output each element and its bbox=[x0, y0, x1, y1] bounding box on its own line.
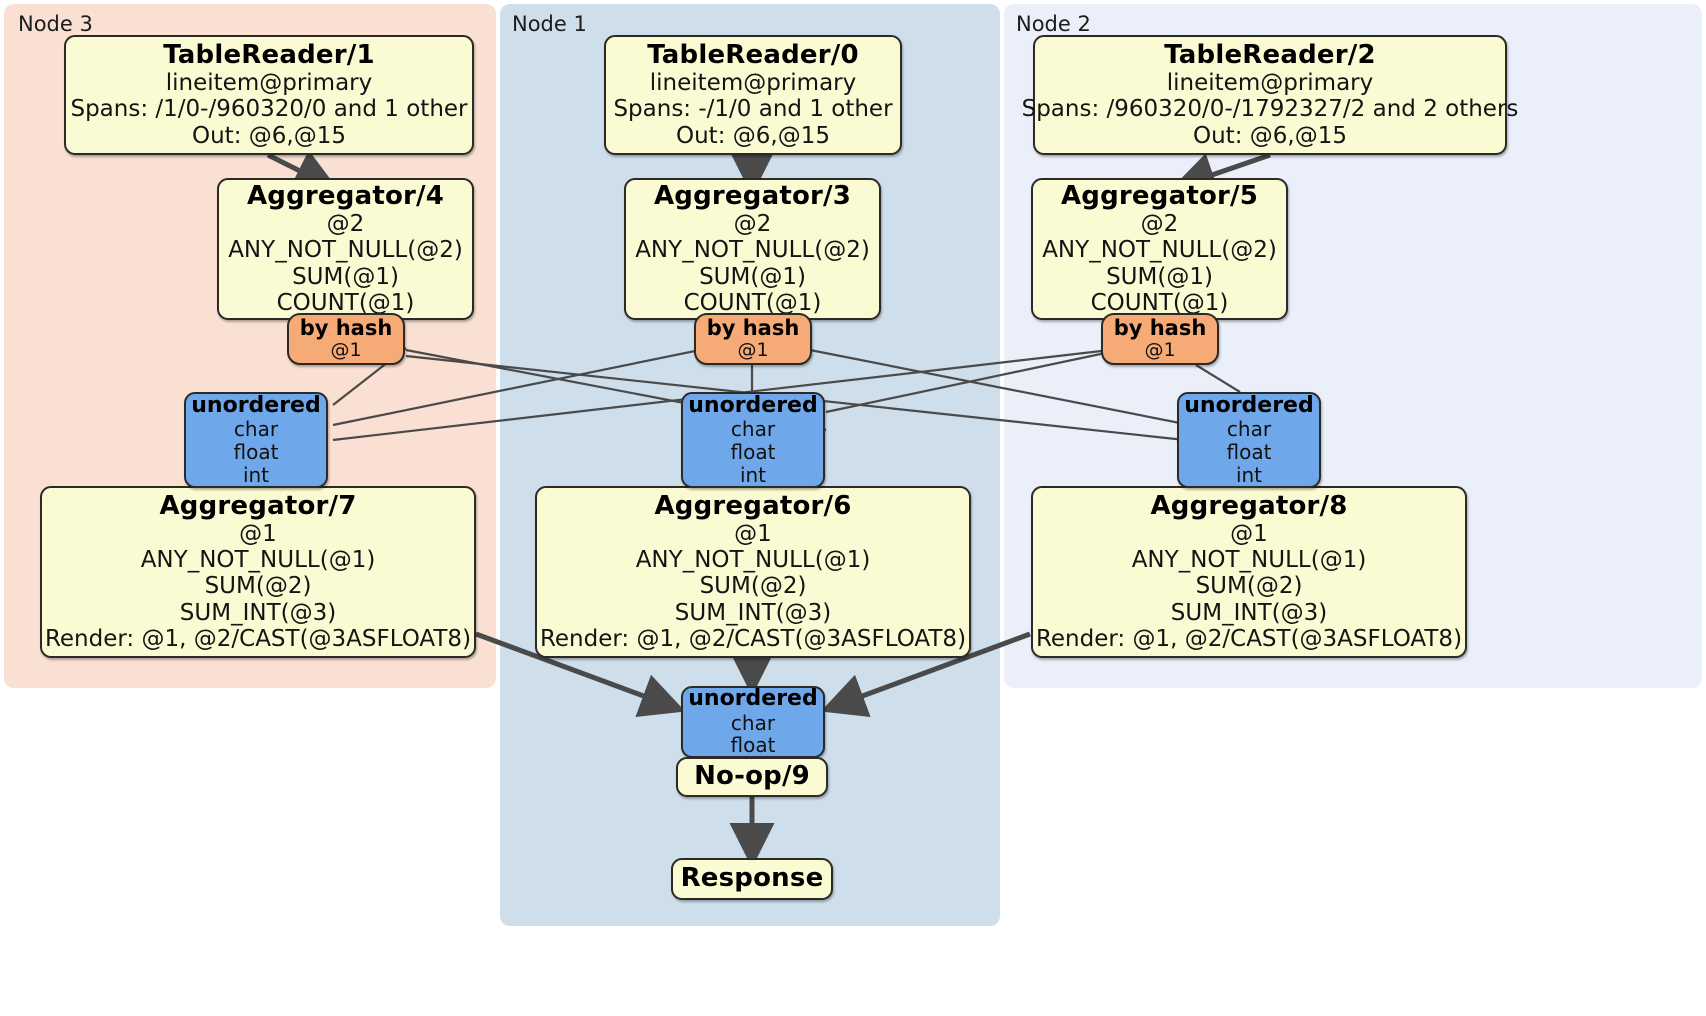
router-by-hash-node-3[interactable]: by hash @1 bbox=[287, 313, 405, 365]
router-by-hash-node-1[interactable]: by hash @1 bbox=[694, 313, 812, 365]
processor-aggregator-5[interactable]: Aggregator/5 @2 ANY_NOT_NULL(@2) SUM(@1)… bbox=[1031, 178, 1288, 320]
panel-label-node-3: Node 3 bbox=[18, 12, 93, 36]
router-title: by hash bbox=[1113, 316, 1207, 340]
processor-line: Spans: /960320/0-/1792327/2 and 2 others bbox=[1021, 96, 1519, 123]
processor-line: Out: @6,@15 bbox=[1193, 122, 1347, 149]
processor-line: @1 bbox=[734, 521, 772, 547]
stream-line: char bbox=[1226, 417, 1272, 442]
processor-line: Out: @6,@15 bbox=[676, 122, 830, 149]
stream-line: char bbox=[233, 417, 279, 442]
processor-line: Render: @1, @2/CAST(@3ASFLOAT8) bbox=[1035, 625, 1463, 652]
stream-line: float bbox=[730, 439, 776, 464]
processor-aggregator-6[interactable]: Aggregator/6 @1 ANY_NOT_NULL(@1) SUM(@2)… bbox=[535, 486, 971, 658]
processor-title: No-op/9 bbox=[694, 761, 810, 792]
processor-table-reader-2[interactable]: TableReader/2 lineitem@primary Spans: /9… bbox=[1022, 35, 1518, 155]
panel-label-node-1: Node 1 bbox=[512, 12, 587, 36]
stream-line: int bbox=[242, 462, 270, 487]
processor-aggregator-8[interactable]: Aggregator/8 @1 ANY_NOT_NULL(@1) SUM(@2)… bbox=[1031, 486, 1467, 658]
processor-line: @2 bbox=[733, 211, 772, 238]
processor-title: Response bbox=[680, 863, 824, 894]
processor-aggregator-4[interactable]: Aggregator/4 @2 ANY_NOT_NULL(@2) SUM(@1)… bbox=[217, 178, 474, 320]
processor-title: Aggregator/7 bbox=[159, 490, 357, 521]
processor-line: Render: @1, @2/CAST(@3ASFLOAT8) bbox=[539, 625, 967, 652]
processor-title: TableReader/1 bbox=[163, 40, 375, 71]
processor-line: ANY_NOT_NULL(@1) bbox=[635, 547, 871, 574]
stream-line: char bbox=[730, 710, 776, 735]
router-line: @1 bbox=[737, 339, 769, 362]
processor-line: SUM(@2) bbox=[204, 573, 312, 600]
processor-aggregator-3[interactable]: Aggregator/3 @2 ANY_NOT_NULL(@2) SUM(@1)… bbox=[624, 178, 881, 320]
processor-line: Spans: -/1/0 and 1 other bbox=[613, 96, 893, 123]
processor-line: @2 bbox=[1140, 211, 1179, 238]
processor-line: SUM_INT(@3) bbox=[1170, 599, 1328, 626]
stream-title: unordered bbox=[1184, 392, 1314, 418]
router-line: @1 bbox=[1144, 339, 1176, 362]
processor-table-reader-1[interactable]: TableReader/1 lineitem@primary Spans: /1… bbox=[64, 35, 474, 155]
processor-line: SUM(@1) bbox=[292, 263, 399, 290]
router-by-hash-node-2[interactable]: by hash @1 bbox=[1101, 313, 1219, 365]
stream-line: int bbox=[1235, 462, 1263, 487]
processor-line: ANY_NOT_NULL(@2) bbox=[228, 237, 463, 264]
router-line: @1 bbox=[330, 339, 362, 362]
stream-line: float bbox=[1226, 439, 1272, 464]
processor-title: Aggregator/6 bbox=[654, 490, 852, 521]
processor-line: lineitem@primary bbox=[165, 70, 373, 97]
processor-line: COUNT(@1) bbox=[683, 289, 822, 316]
stream-unordered-final[interactable]: unordered char float bbox=[681, 686, 825, 758]
processor-line: lineitem@primary bbox=[649, 70, 857, 97]
router-title: by hash bbox=[706, 316, 800, 340]
processor-line: @2 bbox=[326, 211, 365, 238]
processor-line: ANY_NOT_NULL(@1) bbox=[140, 547, 376, 574]
processor-line: ANY_NOT_NULL(@2) bbox=[1042, 237, 1277, 264]
processor-title: Aggregator/8 bbox=[1150, 490, 1348, 521]
stream-line: float bbox=[233, 439, 279, 464]
processor-line: Render: @1, @2/CAST(@3ASFLOAT8) bbox=[44, 625, 472, 652]
processor-title: Aggregator/3 bbox=[653, 181, 852, 211]
router-title: by hash bbox=[299, 316, 393, 340]
processor-line: COUNT(@1) bbox=[276, 289, 415, 316]
processor-line: SUM_INT(@3) bbox=[179, 599, 337, 626]
stream-title: unordered bbox=[191, 392, 321, 418]
stream-unordered-node-1[interactable]: unordered char float int bbox=[681, 392, 825, 488]
processor-line: SUM(@1) bbox=[699, 263, 806, 290]
processor-line: lineitem@primary bbox=[1166, 70, 1374, 97]
processor-table-reader-0[interactable]: TableReader/0 lineitem@primary Spans: -/… bbox=[604, 35, 902, 155]
stream-line: int bbox=[739, 462, 767, 487]
processor-line: SUM(@2) bbox=[699, 573, 807, 600]
processor-line: Out: @6,@15 bbox=[192, 122, 346, 149]
stream-line: float bbox=[730, 733, 776, 758]
processor-line: Spans: /1/0-/960320/0 and 1 other bbox=[70, 96, 468, 123]
processor-line: SUM(@2) bbox=[1195, 573, 1303, 600]
processor-line: ANY_NOT_NULL(@2) bbox=[635, 237, 870, 264]
processor-title: TableReader/0 bbox=[647, 40, 859, 71]
panel-label-node-2: Node 2 bbox=[1016, 12, 1091, 36]
processor-title: Aggregator/5 bbox=[1060, 181, 1259, 211]
stream-unordered-node-2[interactable]: unordered char float int bbox=[1177, 392, 1321, 488]
processor-line: COUNT(@1) bbox=[1090, 289, 1229, 316]
stream-unordered-node-3[interactable]: unordered char float int bbox=[184, 392, 328, 488]
stream-title: unordered bbox=[688, 392, 818, 418]
processor-line: @1 bbox=[239, 521, 277, 547]
processor-line: @1 bbox=[1230, 521, 1268, 547]
stream-title: unordered bbox=[688, 685, 818, 711]
stream-line: char bbox=[730, 417, 776, 442]
processor-title: TableReader/2 bbox=[1164, 40, 1376, 71]
processor-line: SUM(@1) bbox=[1106, 263, 1213, 290]
processor-response[interactable]: Response bbox=[671, 858, 833, 900]
processor-line: SUM_INT(@3) bbox=[674, 599, 832, 626]
processor-aggregator-7[interactable]: Aggregator/7 @1 ANY_NOT_NULL(@1) SUM(@2)… bbox=[40, 486, 476, 658]
processor-no-op-9[interactable]: No-op/9 bbox=[676, 757, 828, 797]
processor-title: Aggregator/4 bbox=[246, 181, 445, 211]
processor-line: ANY_NOT_NULL(@1) bbox=[1131, 547, 1367, 574]
